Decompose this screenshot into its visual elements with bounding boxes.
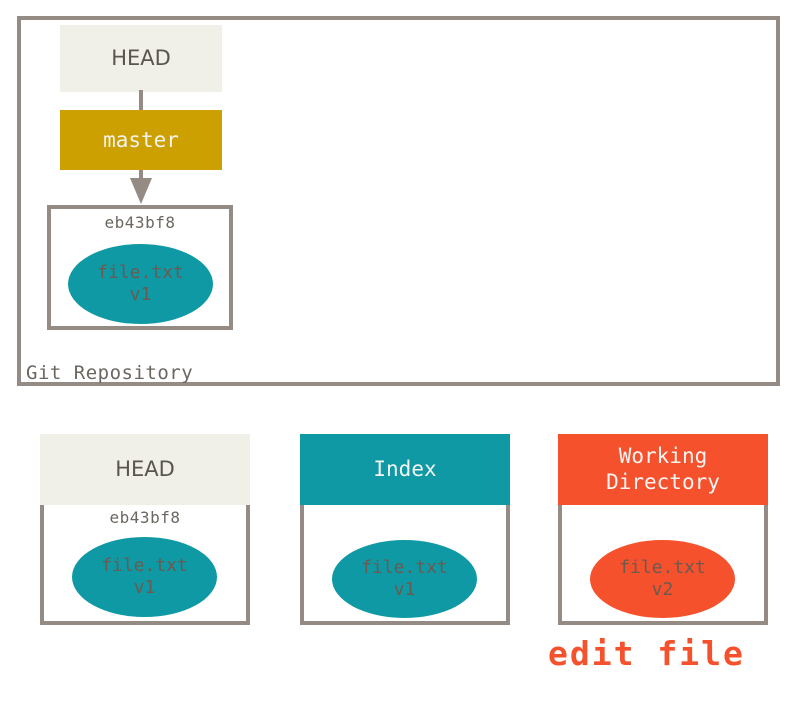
git-repository-frame bbox=[17, 16, 780, 386]
area-index-label: Index bbox=[373, 456, 437, 481]
area-head-hash: eb43bf8 bbox=[109, 508, 181, 527]
area-index-blob-filename: file.txt bbox=[361, 557, 448, 579]
repo-commit-box: eb43bf8 bbox=[47, 205, 233, 330]
area-header-index: Index bbox=[300, 434, 510, 505]
area-wd-blob-version: v2 bbox=[651, 579, 674, 600]
area-wd-blob: file.txt v2 bbox=[590, 540, 735, 618]
area-head-blob-filename: file.txt bbox=[101, 555, 188, 577]
repo-master-box: master bbox=[60, 110, 222, 170]
area-index-blob: file.txt v1 bbox=[332, 540, 477, 618]
area-head-label: HEAD bbox=[115, 456, 175, 481]
repo-master-label: master bbox=[103, 127, 179, 152]
repo-head-label: HEAD bbox=[111, 46, 171, 71]
connector-head-to-master bbox=[139, 90, 143, 112]
git-repository-label: Git Repository bbox=[26, 362, 194, 384]
area-body-working-directory bbox=[558, 505, 768, 625]
area-wd-label-line1: Working bbox=[618, 443, 708, 468]
repo-commit-hash: eb43bf8 bbox=[104, 213, 176, 232]
area-wd-blob-filename: file.txt bbox=[619, 557, 706, 579]
area-index-blob-version: v1 bbox=[393, 579, 416, 600]
area-body-head: eb43bf8 bbox=[40, 505, 250, 625]
arrow-down-icon bbox=[130, 178, 152, 204]
area-body-index bbox=[300, 505, 510, 625]
area-header-working-directory: Working Directory bbox=[558, 434, 768, 505]
repo-commit-blob-filename: file.txt bbox=[97, 262, 184, 284]
repo-commit-blob-version: v1 bbox=[129, 284, 152, 305]
repo-commit-blob: file.txt v1 bbox=[68, 244, 213, 324]
area-wd-label-line2: Directory bbox=[606, 469, 720, 494]
area-header-head: HEAD bbox=[40, 434, 250, 505]
edit-file-caption: edit file bbox=[548, 634, 745, 673]
area-head-blob: file.txt v1 bbox=[72, 537, 217, 617]
area-head-blob-version: v1 bbox=[133, 577, 156, 598]
repo-head-box: HEAD bbox=[60, 25, 222, 92]
